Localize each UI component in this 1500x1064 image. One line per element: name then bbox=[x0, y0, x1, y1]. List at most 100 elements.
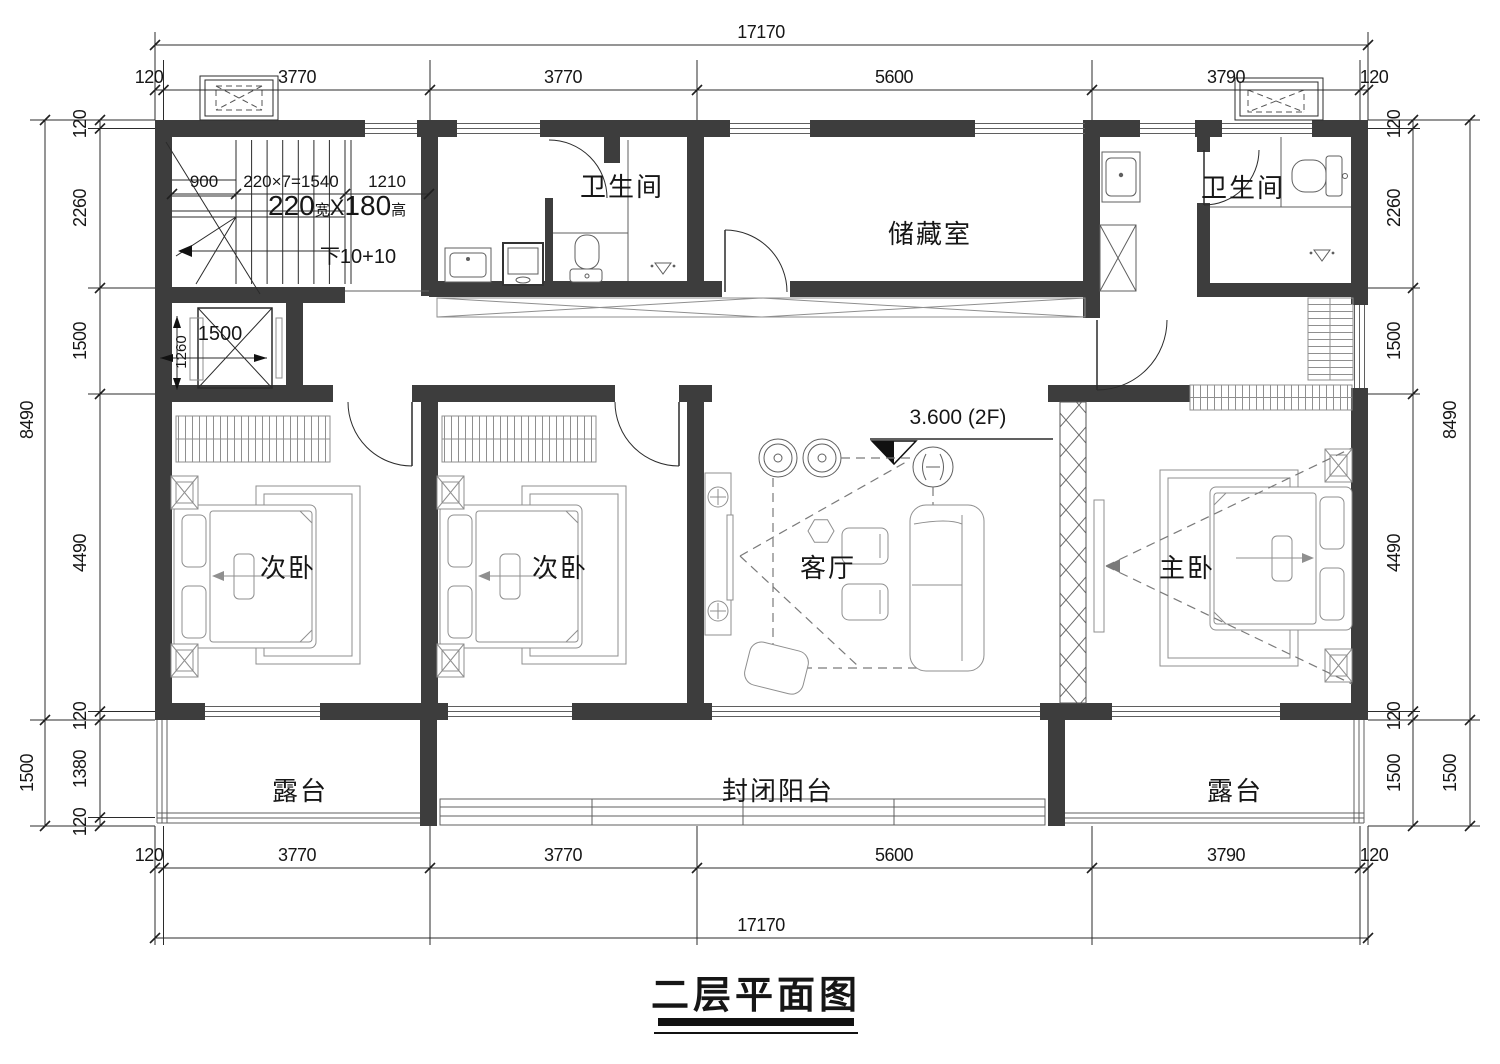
window-bottom-living bbox=[712, 706, 1040, 717]
dim-bottom-1: 3770 bbox=[278, 845, 317, 865]
dim-left-5: 1380 bbox=[70, 749, 90, 788]
dim-top-5: 120 bbox=[1360, 67, 1389, 87]
enclosed-balcony-glazing bbox=[439, 798, 1046, 826]
stair-dim-run: 220×7=1540 bbox=[243, 172, 339, 191]
dim-left-0: 120 bbox=[70, 109, 90, 138]
wall-light bbox=[707, 486, 729, 622]
dim-bottom-0: 120 bbox=[135, 845, 164, 865]
window-bottom-2 bbox=[448, 706, 572, 717]
bedroom-mid bbox=[436, 401, 680, 678]
wardrobe-master bbox=[1189, 384, 1353, 411]
room-label-bedroom-left: 次卧 bbox=[260, 553, 316, 583]
dim-right-3: 4490 bbox=[1384, 533, 1404, 572]
window-top-6 bbox=[1222, 123, 1312, 134]
dim-top-3: 5600 bbox=[875, 67, 914, 87]
windows bbox=[205, 123, 1365, 717]
stair-spec-2: X bbox=[330, 195, 345, 220]
dim-left-outer-1: 1500 bbox=[17, 753, 37, 792]
dim-left-3: 4490 bbox=[70, 533, 90, 572]
dim-left-6: 120 bbox=[70, 807, 90, 836]
chaise bbox=[744, 641, 809, 695]
dim-right-5: 1500 bbox=[1384, 753, 1404, 792]
nightstand bbox=[436, 475, 465, 510]
wardrobe-mid bbox=[441, 415, 597, 463]
title-underline-thick bbox=[658, 1018, 854, 1026]
stair-spec-1: 宽 bbox=[315, 202, 330, 219]
master-bedroom bbox=[1093, 384, 1353, 685]
room-label-balcony: 封闭阳台 bbox=[722, 776, 834, 806]
bath-left-door-arc bbox=[548, 139, 608, 199]
window-right bbox=[1354, 305, 1365, 388]
nightstand bbox=[170, 475, 199, 510]
elevator-dim-d: 1260 bbox=[173, 335, 190, 368]
dim-left-4: 120 bbox=[70, 701, 90, 730]
stair-dim-landing: 1210 bbox=[368, 172, 406, 191]
dimensions-right: 120 2260 1500 4490 120 1500 8490 1500 bbox=[1368, 109, 1480, 832]
dim-bottom-3: 5600 bbox=[875, 845, 914, 865]
master-entry-door bbox=[1096, 319, 1168, 391]
tv-cabinet bbox=[704, 472, 734, 636]
sofa bbox=[909, 504, 985, 672]
dim-right-2: 1500 bbox=[1384, 321, 1404, 360]
side-table-hex bbox=[807, 519, 835, 543]
dim-top-1: 3770 bbox=[278, 67, 317, 87]
bathroom-right bbox=[1096, 137, 1354, 391]
room-label-master: 主卧 bbox=[1159, 553, 1215, 583]
laundry-basin bbox=[444, 247, 492, 283]
dim-right-4: 120 bbox=[1384, 701, 1404, 730]
wardrobe-left bbox=[175, 415, 331, 463]
stair-spec-4: 高 bbox=[391, 202, 406, 219]
dim-left-outer-0: 8490 bbox=[17, 400, 37, 439]
shower-drain-left bbox=[650, 262, 676, 275]
dim-top-overall: 17170 bbox=[737, 22, 785, 42]
bedroom-left bbox=[170, 401, 413, 678]
dim-bottom-2: 3770 bbox=[544, 845, 583, 865]
elevator: 1500 1260 bbox=[160, 307, 283, 390]
washing-machine bbox=[502, 242, 544, 286]
window-top-2 bbox=[457, 123, 540, 134]
dim-right-outer-0: 8490 bbox=[1440, 400, 1460, 439]
dim-bottom-4: 3790 bbox=[1207, 845, 1246, 865]
door-bedroom-left bbox=[347, 401, 413, 467]
storage-door-arc bbox=[724, 229, 788, 293]
toilet-right bbox=[1291, 155, 1348, 197]
stair-tread-spec: 220宽X180高 bbox=[268, 190, 406, 221]
dimensions-left: 8490 1500 120 2260 1500 4490 120 1380 12… bbox=[17, 109, 155, 836]
hall-wardrobe bbox=[1307, 297, 1354, 381]
room-label-terrace-left: 露台 bbox=[272, 776, 328, 806]
ceiling-fan-icon bbox=[912, 446, 954, 488]
walls bbox=[155, 120, 1368, 826]
basin-right bbox=[1101, 151, 1141, 203]
tv-master bbox=[1093, 499, 1105, 633]
stair-spec-3: 180 bbox=[344, 190, 391, 221]
door-bedroom-mid bbox=[614, 401, 680, 467]
window-bottom-1 bbox=[205, 706, 320, 717]
dim-right-outer-1: 1500 bbox=[1440, 753, 1460, 792]
nightstand bbox=[436, 643, 465, 678]
terrace-right-railing bbox=[1065, 720, 1365, 824]
room-label-bath-left: 卫生间 bbox=[580, 172, 664, 202]
dimensions-top: 17170 120 3770 3770 5600 3790 120 bbox=[135, 22, 1389, 120]
level-mark-label: 3.600 (2F) bbox=[910, 406, 1007, 429]
nightstand bbox=[170, 643, 199, 678]
stair-direction-arrow bbox=[178, 245, 192, 257]
living-room: 3.600 (2F) bbox=[704, 401, 1087, 704]
title-block: 二层平面图 bbox=[651, 975, 861, 1034]
dim-top-4: 3790 bbox=[1207, 67, 1246, 87]
speaker-icons bbox=[758, 438, 842, 478]
window-top-5 bbox=[1140, 123, 1195, 134]
dim-left-2: 1500 bbox=[70, 321, 90, 360]
window-top-1 bbox=[365, 123, 417, 134]
stairs: 900 220×7=1540 1210 220宽X180高 下10+10 bbox=[165, 140, 435, 295]
dim-top-0: 120 bbox=[135, 67, 164, 87]
cabinet-x bbox=[1099, 224, 1137, 292]
hallway-cabinet bbox=[345, 290, 1086, 318]
drawing-title: 二层平面图 bbox=[651, 975, 861, 1017]
room-label-living: 客厅 bbox=[800, 553, 856, 583]
stair-dim-width: 900 bbox=[190, 172, 218, 191]
window-top-3 bbox=[730, 123, 810, 134]
dim-top-2: 3770 bbox=[544, 67, 583, 87]
toilet-left bbox=[569, 234, 603, 283]
